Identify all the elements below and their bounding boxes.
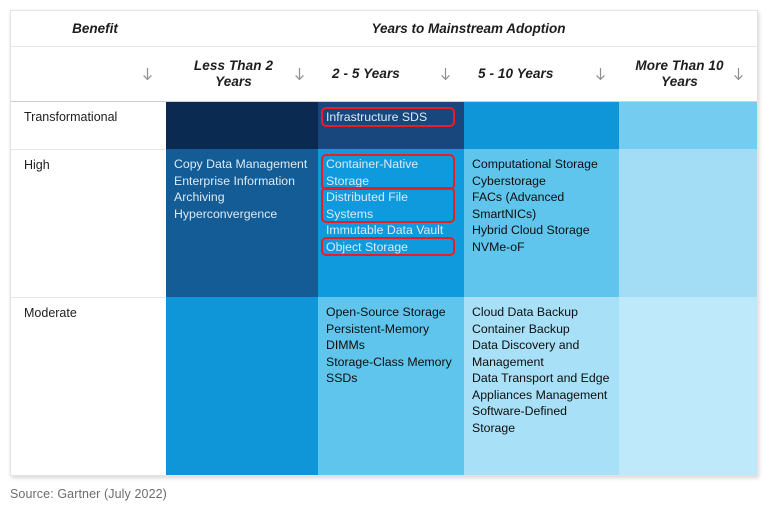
technology-item: FACs (Advanced SmartNICs) (472, 190, 565, 221)
technology-item: Software-Defined Storage (472, 404, 568, 435)
column-header-5-10-years-label: 5 - 10 Years (478, 66, 554, 81)
column-header-5-10-years[interactable]: 5 - 10 Years (464, 46, 619, 102)
table-row: Transformational Infrastructure SDS (11, 101, 757, 150)
matrix-cell: Infrastructure SDS (318, 101, 464, 149)
header-group-benefit: Benefit (11, 11, 166, 47)
technology-item: NVMe-oF (472, 239, 525, 254)
matrix-cell (166, 101, 318, 149)
column-header-benefit[interactable] (11, 46, 166, 102)
source-note: Source: Gartner (July 2022) (10, 487, 167, 501)
column-header-2-5-years[interactable]: 2 - 5 Years (318, 46, 464, 102)
technology-item: Open-Source Storage (326, 305, 446, 319)
technology-item: Enterprise Information Archiving (174, 173, 295, 205)
column-header-more-than-10-years[interactable]: More Than 10 Years (619, 46, 757, 102)
cell-item-list: Infrastructure SDS (321, 107, 458, 126)
technology-item: Copy Data Management (174, 157, 308, 171)
highlighted-technology-item: Distributed File Systems (321, 187, 458, 223)
header-column-row: Less Than 2 Years 2 - 5 Years (11, 46, 757, 102)
row-label-moderate: Moderate (11, 296, 166, 475)
matrix-cell (619, 297, 757, 475)
technology-item: Storage-Class Memory SSDs (326, 354, 452, 386)
row-label-high: High (11, 148, 166, 298)
technology-item: Data Transport and Edge Appliances Manag… (472, 371, 610, 402)
technology-item: Hybrid Cloud Storage (472, 223, 590, 237)
sort-down-arrow-icon[interactable] (594, 67, 611, 81)
column-header-less-than-2-years-label: Less Than 2 Years (193, 58, 274, 89)
technology-item: Persistent-Memory DIMMs (326, 321, 430, 353)
technology-item: Cyberstorage (472, 173, 546, 188)
technology-item: Data Discovery and Management (472, 338, 580, 369)
technology-item: Cloud Data Backup (472, 305, 578, 319)
column-header-less-than-2-years[interactable]: Less Than 2 Years (166, 46, 318, 102)
sort-down-arrow-icon[interactable] (732, 67, 749, 81)
matrix-cell (619, 101, 757, 149)
technology-item: Immutable Data Vault (326, 223, 444, 237)
matrix-cell (464, 101, 619, 149)
sort-down-arrow-icon[interactable] (439, 67, 456, 81)
column-header-more-than-10-years-label: More Than 10 Years (635, 58, 724, 89)
sort-down-arrow-icon[interactable] (141, 67, 158, 81)
column-header-2-5-years-label: 2 - 5 Years (332, 66, 400, 81)
highlighted-technology-item: Object Storage (321, 236, 458, 256)
matrix-cell (166, 297, 318, 475)
header-group-years: Years to Mainstream Adoption (166, 11, 757, 47)
row-label-transformational: Transformational (11, 101, 166, 150)
technology-item: Computational Storage (472, 157, 598, 171)
table-head: Benefit Years to Mainstream Adoption (11, 11, 757, 102)
technology-item: Container Backup (472, 321, 570, 336)
benefit-adoption-table: Benefit Years to Mainstream Adoption (11, 11, 757, 475)
sort-down-arrow-icon[interactable] (293, 67, 310, 81)
benefit-adoption-table-card: Benefit Years to Mainstream Adoption (10, 10, 758, 476)
technology-item: Hyperconvergence (174, 206, 278, 221)
highlighted-technology-item: Container-Native Storage (321, 154, 458, 190)
matrix-cell (619, 149, 757, 297)
highlighted-technology-item: Infrastructure SDS (321, 107, 458, 126)
header-group-row: Benefit Years to Mainstream Adoption (11, 11, 757, 47)
